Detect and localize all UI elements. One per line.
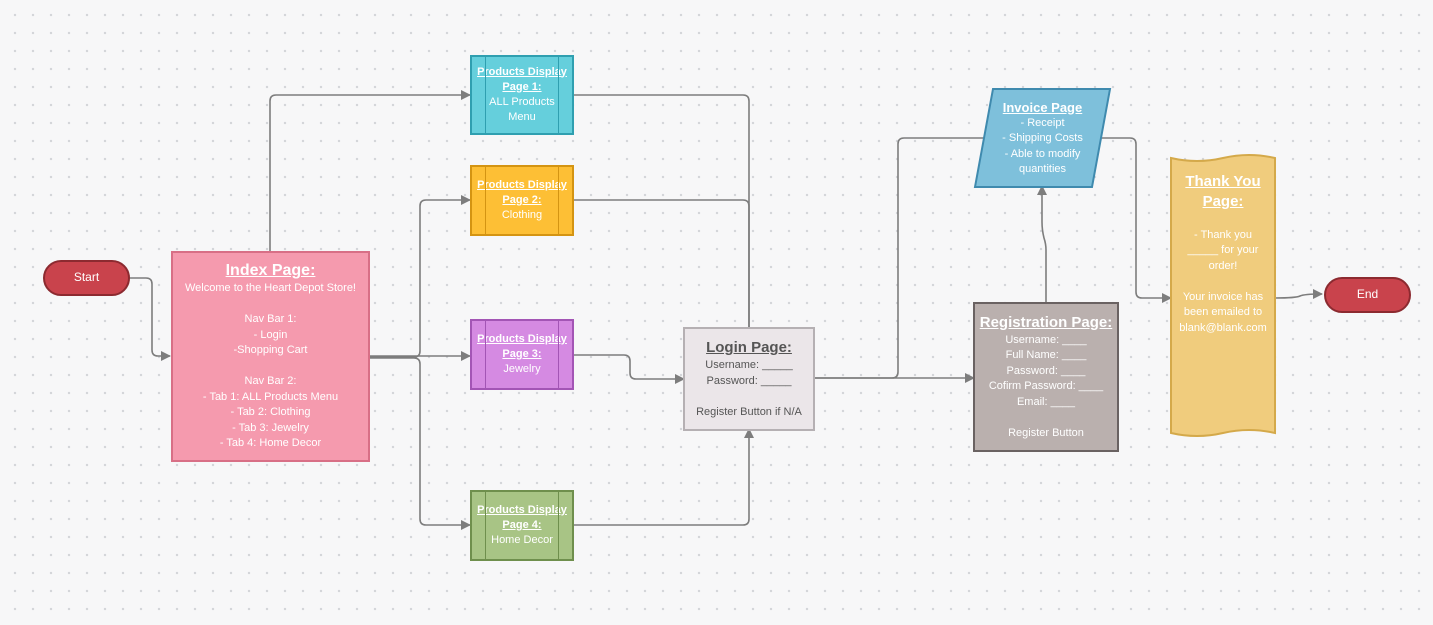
products1-title-line: Page 1: [502, 80, 542, 93]
connector-login-to-invoice [814, 137, 987, 379]
login-line: Register Button if N/A [696, 405, 802, 418]
registration-page-title: Registration Page: [979, 313, 1113, 331]
connector-products4-to-login [573, 428, 754, 526]
products4-title-line: Products Display [477, 503, 567, 516]
login-page-title: Login Page: [706, 339, 792, 356]
index-line: - Tab 4: Home Decor [219, 437, 322, 450]
registration-line: Cofirm Password: ____ [988, 380, 1104, 393]
invoice-line: - Receipt [1020, 116, 1065, 129]
registration-line: Username: ____ [1005, 333, 1087, 346]
connector-index-to-products4 [368, 357, 471, 530]
index-line: Nav Bar 2: [244, 375, 297, 388]
thankyou-title-line: Page: [1202, 193, 1244, 210]
thankyou-line: - Thank you [1194, 228, 1252, 241]
login-page-node[interactable]: Login Page: Username: _____ Password: __… [683, 327, 815, 431]
registration-line: Register Button [1008, 426, 1084, 439]
index-page-node[interactable]: Index Page: Welcome to the Heart Depot S… [171, 251, 370, 462]
registration-page-node[interactable]: Registration Page: Username: ____ Full N… [973, 302, 1119, 452]
connector-index-to-products1 [269, 90, 471, 252]
thankyou-shape [1170, 154, 1276, 437]
index-line: - Tab 2: Clothing [230, 406, 311, 419]
connector-products2-to-login [573, 199, 750, 328]
login-line: Username: _____ [705, 359, 793, 371]
start-label: Start [73, 270, 100, 285]
products4-title-line: Page 4: [502, 518, 542, 531]
thankyou-title-line: Thank You [1185, 173, 1261, 190]
products-display-page-3-node[interactable]: Products Display Page 3: Jewelry [470, 319, 574, 390]
connector-thankyou-to-end [1274, 289, 1323, 300]
invoice-line: quantities [1018, 163, 1067, 175]
thankyou-line: Your invoice has [1182, 290, 1264, 303]
connector-products3-to-login [573, 354, 685, 384]
index-line: - Tab 1: ALL Products Menu [202, 390, 339, 403]
products2-title-line: Products Display [477, 178, 567, 191]
index-line: -Shopping Cart [233, 344, 308, 357]
products1-title-line: Products Display [477, 65, 567, 78]
index-line: - Tab 3: Jewelry [232, 421, 309, 434]
thankyou-line: order! [1208, 259, 1238, 272]
end-terminator[interactable]: End [1324, 277, 1411, 313]
index-line: - Login [253, 328, 288, 341]
invoice-page-title: Invoice Page [1002, 99, 1083, 115]
registration-line: Email: ____ [1016, 395, 1076, 408]
thankyou-line: been emailed to [1183, 306, 1263, 318]
start-terminator[interactable]: Start [43, 260, 130, 296]
login-line: Password: _____ [706, 374, 792, 387]
products3-title-line: Page 3: [502, 347, 542, 360]
connector-invoice-to-thankyou [1099, 137, 1172, 303]
connector-start-to-index [128, 277, 171, 361]
invoice-page-node[interactable]: Invoice Page - Receipt - Shipping Costs … [985, 92, 1100, 184]
end-label: End [1356, 287, 1379, 302]
invoice-shape [973, 88, 1112, 188]
invoice-line: - Shipping Costs [1002, 132, 1083, 144]
thank-you-page-node[interactable]: Thank You Page: - Thank you _____ for yo… [1172, 172, 1274, 352]
index-line: Nav Bar 1: [244, 313, 297, 326]
products-display-page-2-node[interactable]: Products Display Page 2: Clothing [470, 165, 574, 236]
products-display-page-1-node[interactable]: Products Display Page 1: ALL Products Me… [470, 55, 574, 135]
connector-index-to-products2 [368, 195, 471, 358]
products2-title-line: Page 2: [502, 193, 542, 206]
invoice-line: - Able to modify [1004, 147, 1081, 160]
products3-title-line: Products Display [477, 332, 567, 345]
products1-line: ALL Products [489, 95, 555, 108]
connector-products1-to-login [573, 94, 750, 328]
registration-line: Full Name: ____ [1005, 349, 1087, 362]
index-line: Welcome to the Heart Depot Store! [185, 282, 356, 295]
connector-registration-to-invoice [1037, 185, 1047, 303]
thankyou-line: _____ for your [1187, 244, 1259, 256]
products2-line: Clothing [501, 208, 543, 221]
registration-line: Password: ____ [1006, 364, 1086, 377]
products1-line: Menu [508, 111, 536, 123]
index-page-title: Index Page: [225, 262, 316, 280]
products-display-page-4-node[interactable]: Products Display Page 4: Home Decor [470, 490, 574, 561]
products3-line: Jewelry [503, 362, 541, 375]
thankyou-line: blank@blank.com [1179, 321, 1267, 334]
products4-line: Home Decor [491, 533, 553, 546]
